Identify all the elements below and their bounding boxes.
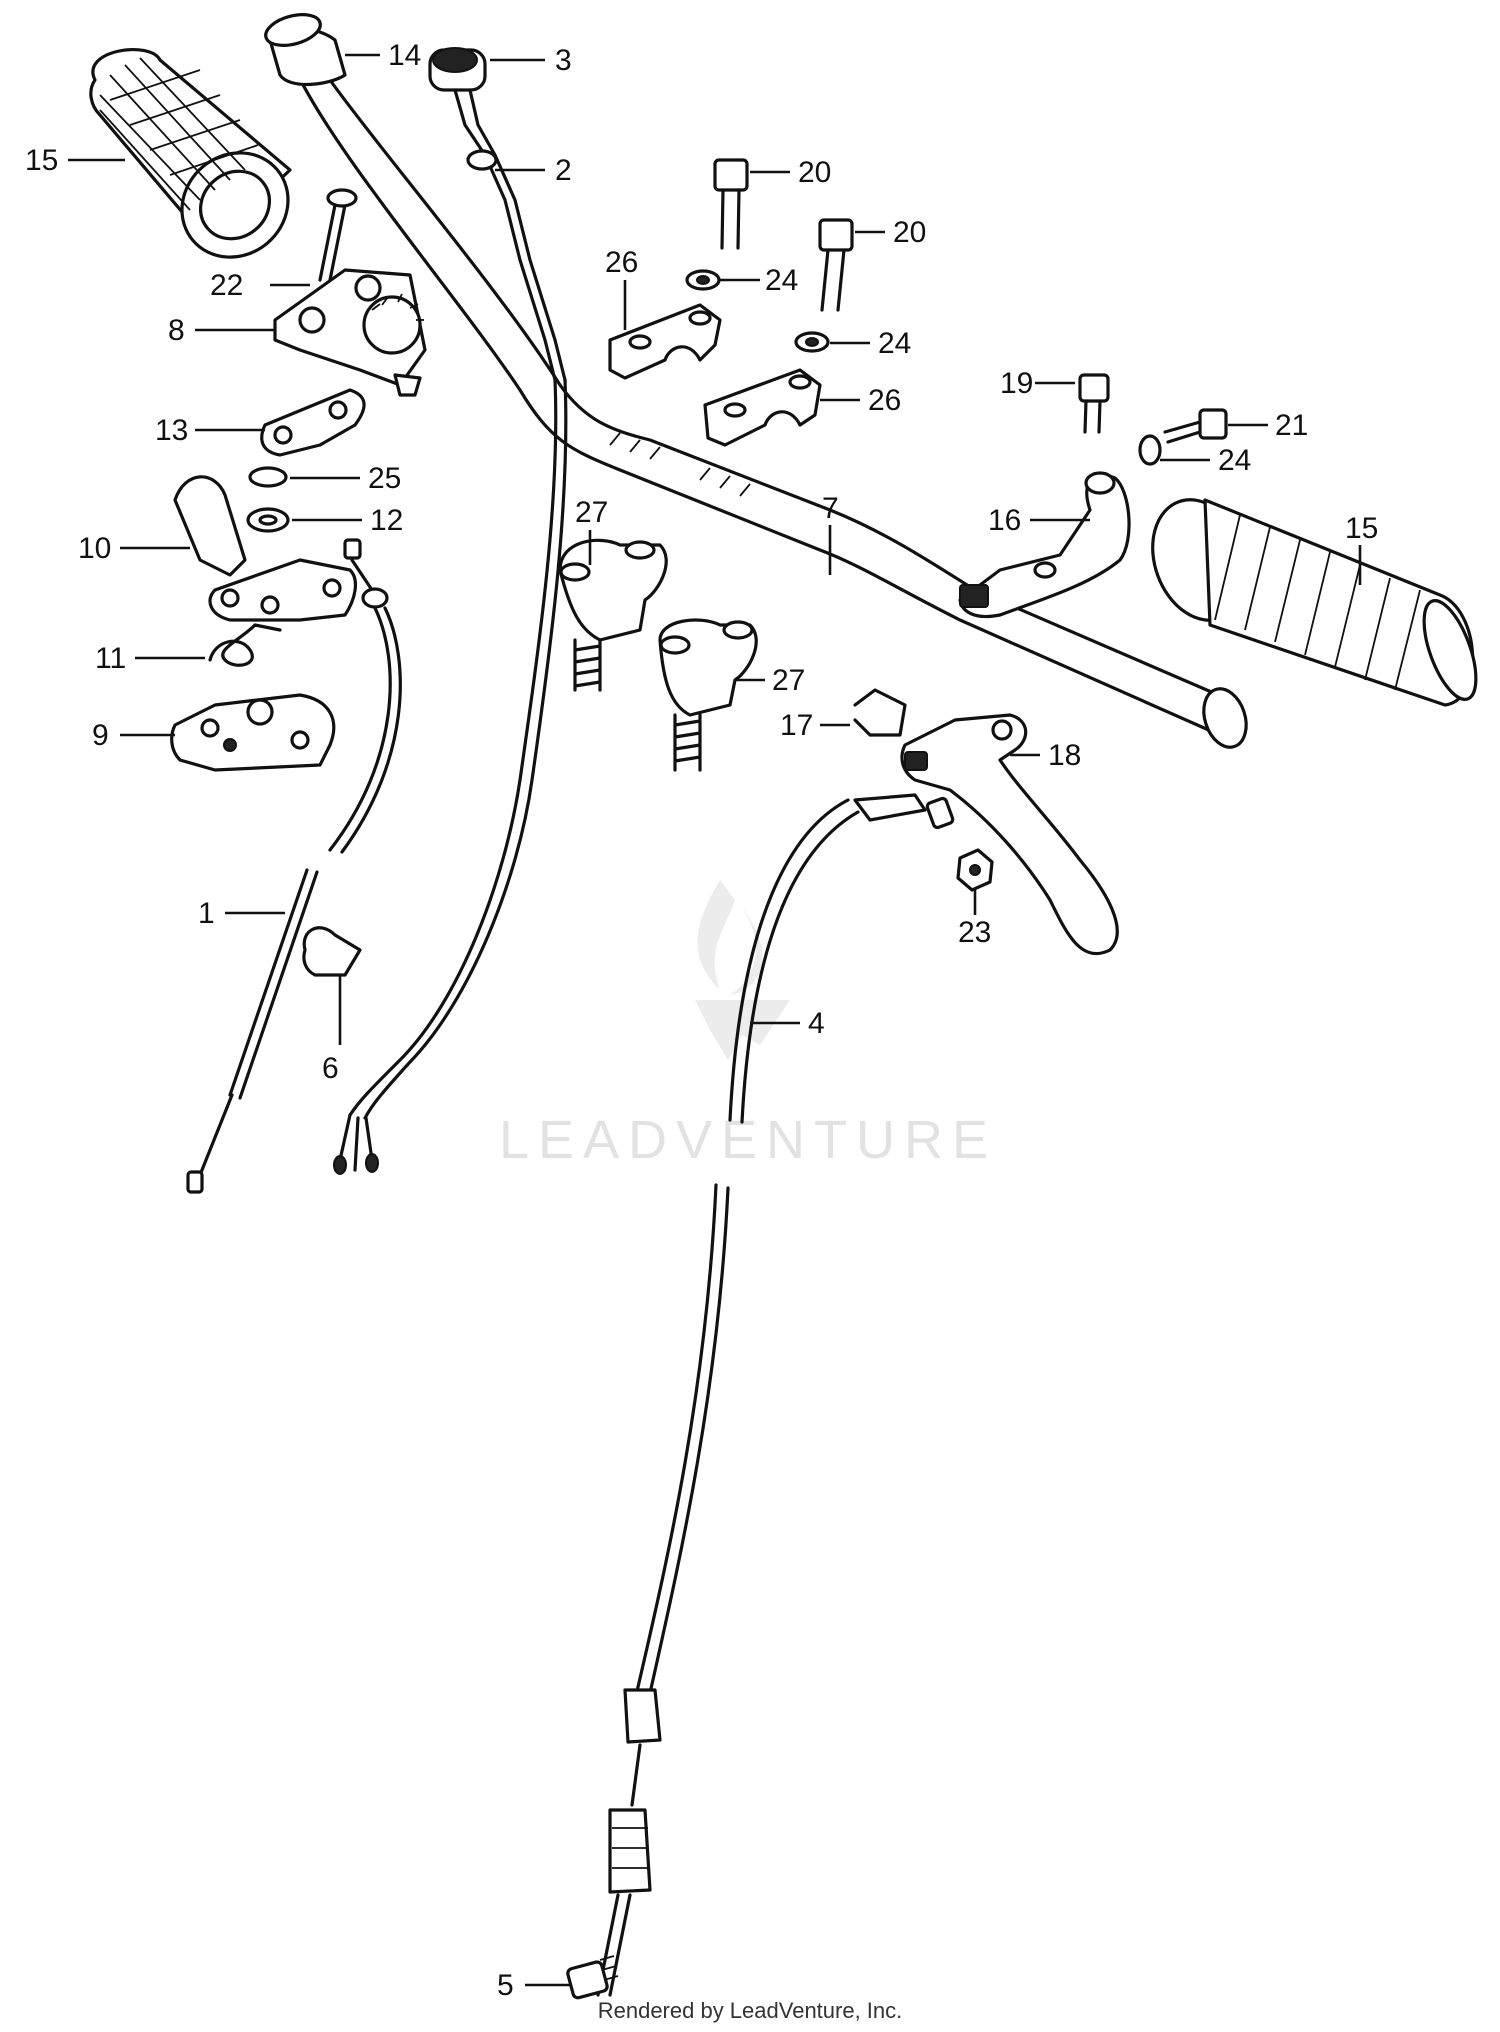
callout-17: 17 (780, 709, 813, 742)
clutch-lever-bracket (958, 471, 1131, 619)
throttle-housing-parts (273, 188, 427, 397)
callout-24: 24 (1218, 444, 1251, 477)
render-credit: Rendered by LeadVenture, Inc. (597, 1998, 903, 2023)
callout-27: 27 (575, 496, 608, 529)
callout-26: 26 (868, 384, 901, 417)
handlebar (296, 73, 1248, 749)
callout-24: 24 (878, 327, 911, 360)
callout-12: 12 (370, 504, 403, 537)
callout-3: 3 (555, 44, 572, 77)
callout-22: 22 (210, 269, 243, 302)
watermark-flame-inner-icon (730, 905, 763, 995)
clutch-lever-parts (853, 688, 1119, 956)
callout-21: 21 (1275, 409, 1308, 442)
watermark-text: LEADVENTURE (499, 1110, 997, 1170)
engine-stop-switch (333, 47, 568, 1175)
clutch-cable (566, 793, 955, 2000)
callout-25: 25 (368, 462, 401, 495)
callout-19: 19 (1000, 367, 1033, 400)
callout-11: 11 (95, 642, 126, 675)
callout-20: 20 (893, 216, 926, 249)
watermark: LEADVENTURE (499, 880, 997, 1170)
lever-bracket-hardware (1078, 373, 1228, 466)
callout-20: 20 (798, 156, 831, 189)
callout-18: 18 (1048, 739, 1081, 772)
cable-clamp (302, 926, 362, 977)
callout-7: 7 (822, 492, 839, 525)
callout-24: 24 (765, 264, 798, 297)
throttle-cable (186, 538, 402, 1194)
callout-13: 13 (155, 414, 188, 447)
callout-8: 8 (168, 314, 185, 347)
circlip-and-washer (246, 466, 290, 533)
lower-handlebar-holders (558, 538, 758, 772)
watermark-flame-icon (697, 880, 735, 990)
callout-15: 15 (1345, 512, 1378, 545)
callout-9: 9 (92, 719, 109, 752)
callout-15: 15 (25, 144, 58, 177)
bar-end-cap (264, 13, 347, 87)
callout-27: 27 (772, 664, 805, 697)
callout-23: 23 (958, 916, 991, 949)
callout-1: 1 (198, 897, 215, 930)
left-grip (89, 48, 292, 259)
throttle-housing-lower (170, 693, 336, 772)
callout-6: 6 (322, 1052, 339, 1085)
callout-14: 14 (388, 39, 421, 72)
right-grip (1151, 498, 1478, 707)
callout-4: 4 (808, 1007, 825, 1040)
holder-bolts (685, 158, 854, 353)
callout-26: 26 (605, 246, 638, 279)
cable-guide-plate (260, 388, 366, 457)
callout-16: 16 (988, 504, 1021, 537)
choke-spring (208, 623, 282, 667)
choke-lever (173, 475, 358, 622)
callout-5: 5 (497, 1969, 514, 2002)
watermark-v-icon (695, 1000, 790, 1060)
leader-lines (68, 53, 1362, 1987)
upper-handlebar-holders (608, 303, 822, 447)
callouts: 15 14 3 2 20 20 22 26 24 8 24 26 19 21 1… (25, 39, 1378, 2002)
callout-10: 10 (78, 532, 111, 565)
callout-2: 2 (555, 154, 572, 187)
